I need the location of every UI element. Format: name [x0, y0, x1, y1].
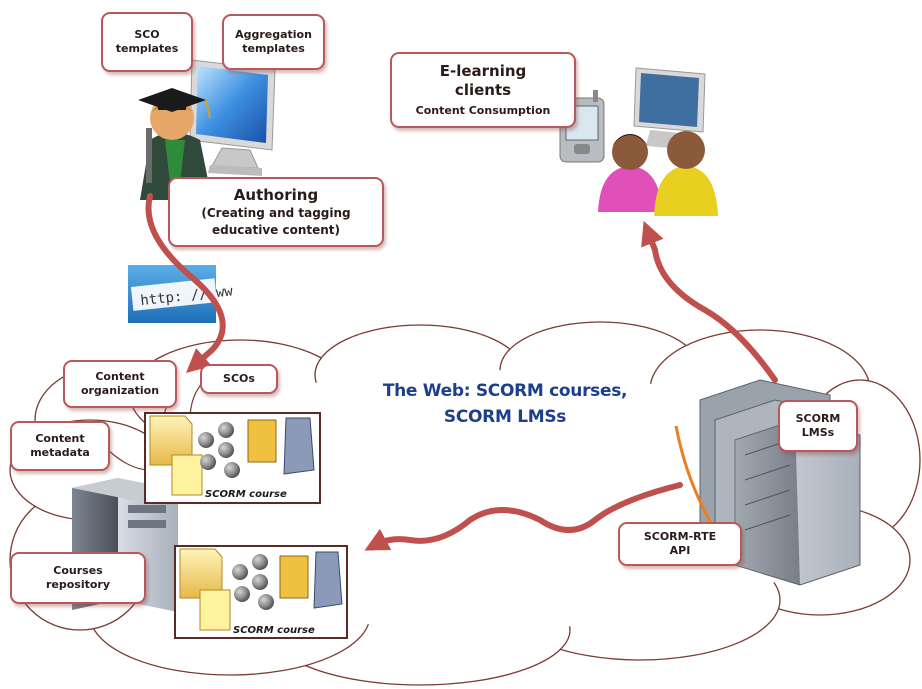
aggregation-templates-line2: templates — [242, 42, 305, 55]
file-cabinet-icon — [279, 555, 309, 599]
sco-templates-line1: SCO — [134, 28, 160, 41]
courses-repository-line2: repository — [45, 578, 111, 591]
scos-text: SCOs — [223, 372, 255, 385]
content-organization-line2: organization — [80, 384, 160, 397]
web-title-line2: SCORM LMSs — [443, 407, 567, 427]
content-organization-label: Content organization — [63, 360, 177, 408]
content-metadata-line1: Content — [35, 432, 85, 445]
sco-templates-line2: templates — [115, 42, 179, 55]
authoring-label: Authoring (Creating and tagging educativ… — [168, 177, 384, 247]
scorm-course-box-2: SCORM course — [174, 545, 348, 639]
users-icon — [598, 131, 718, 216]
author-to-repository-arrow — [145, 193, 226, 373]
zip-archive-icon — [313, 551, 343, 609]
sco-balls-icon — [198, 422, 240, 478]
scorm-course-box-1: SCORM course — [144, 412, 321, 504]
scorm-rte-api-line1: SCORM-RTE — [643, 530, 717, 543]
document-folder-icon — [149, 415, 193, 466]
scorm-rte-api-line2: API — [669, 544, 691, 557]
content-metadata-line2: metadata — [30, 446, 90, 459]
elearning-clients-line1: E-learning — [439, 62, 527, 80]
document-folder-icon — [199, 589, 231, 631]
aggregation-templates-label: Aggregation templates — [222, 14, 325, 70]
sco-balls-icon — [232, 554, 274, 610]
courses-repository-label: Courses repository — [10, 552, 146, 604]
web-title-line1: The Web: SCORM courses, — [382, 381, 628, 401]
authoring-desc-line1: (Creating and tagging — [201, 205, 351, 220]
file-cabinet-icon — [247, 419, 277, 463]
scorm-lmss-line1: SCORM — [795, 412, 841, 425]
aggregation-templates-line1: Aggregation — [235, 28, 312, 41]
web-to-repository-arrow — [364, 482, 683, 551]
course-label: SCORM course — [205, 489, 287, 500]
courses-repository-line1: Courses — [53, 564, 103, 577]
authoring-desc-line2: educative content) — [211, 222, 340, 237]
course-label: SCORM course — [233, 625, 315, 636]
authoring-title: Authoring — [233, 185, 319, 204]
content-consumption-text: Content Consumption — [415, 104, 551, 117]
elearning-clients-line2: clients — [454, 81, 512, 99]
document-folder-icon — [171, 454, 203, 496]
web-cloud-title: The Web: SCORM courses, SCORM LMSs — [340, 378, 670, 430]
content-organization-line1: Content — [95, 370, 145, 383]
scorm-lmss-line2: LMSs — [801, 426, 835, 439]
scos-label: SCOs — [200, 364, 278, 394]
content-metadata-label: Content metadata — [10, 421, 110, 471]
sco-templates-label: SCO templates — [101, 12, 193, 72]
scorm-lmss-label: SCORM LMSs — [778, 400, 858, 452]
zip-archive-icon — [283, 417, 315, 475]
scorm-rte-api-label: SCORM-RTE API — [618, 522, 742, 566]
desktop-monitor-icon — [189, 59, 276, 176]
lms-to-clients-arrow — [641, 220, 778, 383]
browser-url-image: http: // ww — [128, 265, 234, 323]
document-folder-icon — [179, 548, 223, 599]
elearning-clients-label: E-learning clients Content Consumption — [390, 52, 576, 128]
